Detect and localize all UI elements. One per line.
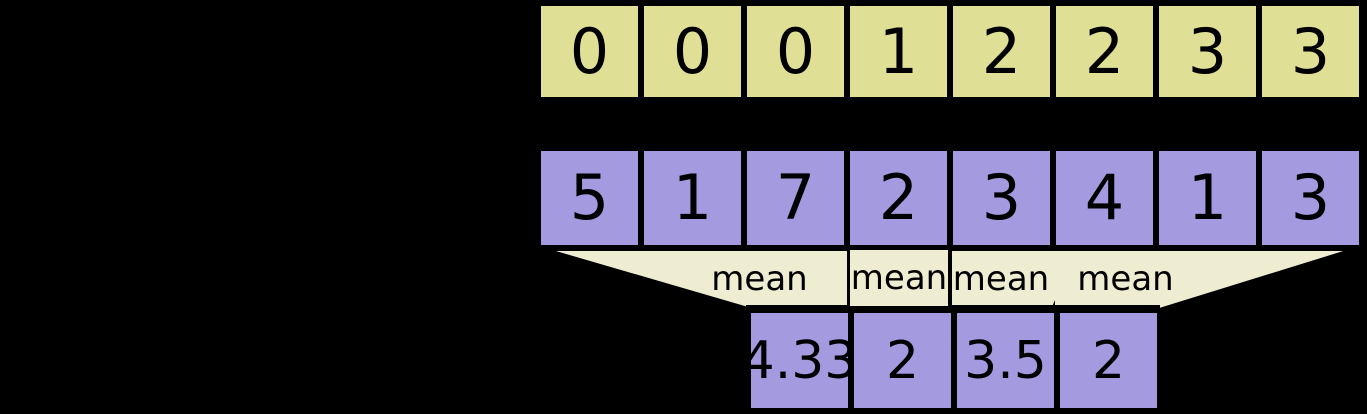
output-cell-2: 3.5 xyxy=(954,310,1057,411)
funnel-3-top-edge xyxy=(1053,247,1350,251)
segment-id-cell-6: 3 xyxy=(1156,3,1259,100)
mean-label-2: mean xyxy=(952,259,1050,299)
funnel-2-left-edge xyxy=(948,247,952,309)
output-cell-0: 4.33 xyxy=(742,310,857,411)
mean-funnel-0: mean xyxy=(542,249,851,309)
output-cell-1: 2 xyxy=(851,310,954,411)
segment-id-cell-4: 2 xyxy=(950,3,1053,100)
funnel-2-top-edge xyxy=(948,247,1080,251)
funnel-0-bottom-edge xyxy=(746,305,851,309)
segment-id-cell-7: 3 xyxy=(1259,3,1362,100)
segment-id-cell-1: 0 xyxy=(641,3,744,100)
mean-label-3: mean xyxy=(1077,259,1174,299)
value-cell-2: 7 xyxy=(744,148,847,248)
value-cell-4: 3 xyxy=(950,148,1053,248)
value-cell-1: 1 xyxy=(641,148,744,248)
mean-funnel-3: mean xyxy=(1055,249,1350,309)
segment-id-cell-0: 0 xyxy=(538,3,641,100)
mean-label-1: mean xyxy=(850,258,948,298)
value-cell-7: 3 xyxy=(1259,148,1362,248)
mean-funnel-1: mean xyxy=(847,247,951,309)
funnel-0-top-edge xyxy=(542,247,851,251)
segment-id-cell-5: 2 xyxy=(1053,3,1156,100)
output-cell-3: 2 xyxy=(1057,310,1160,411)
segment-id-cell-3: 1 xyxy=(847,3,950,100)
segment-id-cell-2: 0 xyxy=(744,3,847,100)
funnel-3-bottom-edge xyxy=(1053,305,1160,309)
funnel-2-bottom-edge xyxy=(948,305,1055,309)
value-cell-6: 1 xyxy=(1156,148,1259,248)
value-cell-0: 5 xyxy=(538,148,641,248)
value-cell-5: 4 xyxy=(1053,148,1156,248)
mean-label-0: mean xyxy=(711,259,808,299)
value-cell-3: 2 xyxy=(847,148,950,248)
